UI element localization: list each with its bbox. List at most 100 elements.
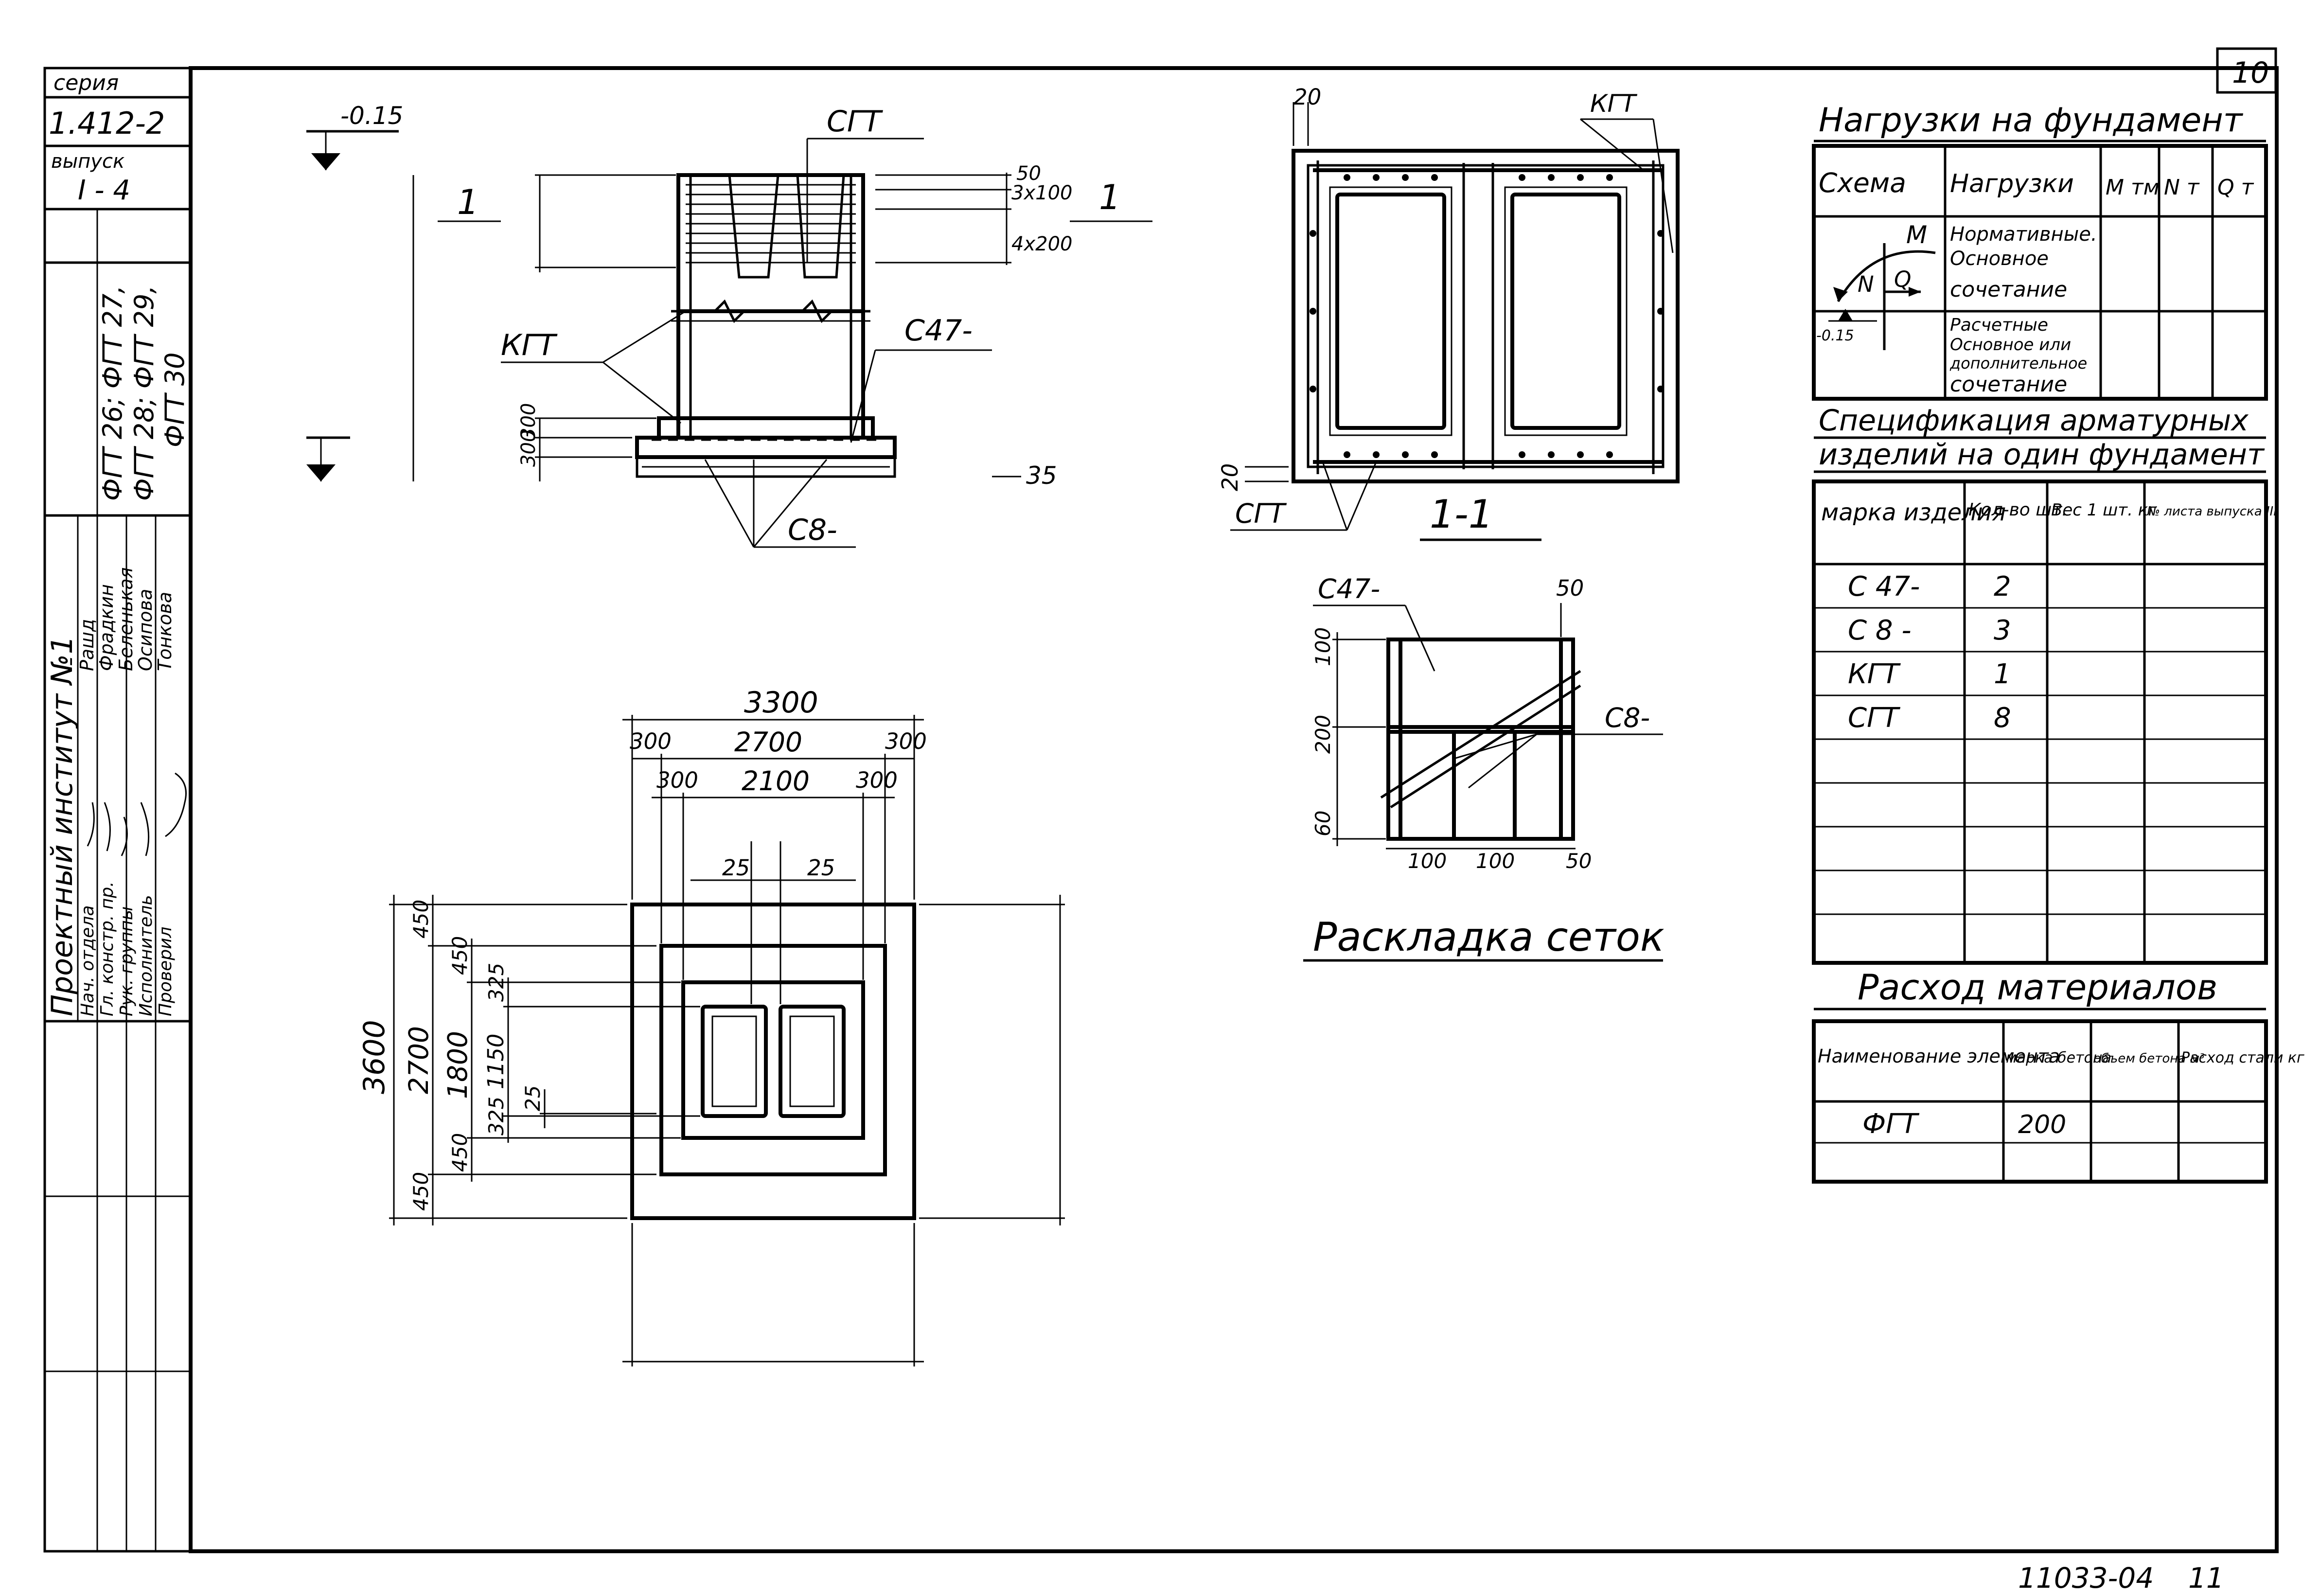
dim-20-left: 20 xyxy=(1217,463,1243,491)
dim-300a: 300 xyxy=(517,403,540,440)
series-label: серия xyxy=(53,71,119,95)
sheet-number: 10 xyxy=(2232,56,2269,90)
cut-label-left: 1 xyxy=(457,182,479,222)
spec-row-4-mark: СГТ xyxy=(1848,702,1900,734)
plan-dim-450d: 450 xyxy=(448,1133,472,1172)
scheme-n-label: N xyxy=(1858,271,1874,297)
materials-header-steel: Расход стали кг xyxy=(2181,1049,2304,1066)
loads-header-n: N т xyxy=(2164,175,2200,200)
mesh-title: Раскладка сеток xyxy=(1313,914,1665,960)
dim-35: 35 xyxy=(1026,461,1057,490)
section-view: -0.15 1 1 xyxy=(306,102,1152,548)
scheme-level-label: -0.15 xyxy=(1816,327,1854,344)
mesh-dim-60: 60 xyxy=(1311,811,1335,836)
plan-dim-450c: 450 xyxy=(448,936,472,975)
mesh-label-c47: С47- xyxy=(1318,573,1380,604)
plan-dim-300-l2: 300 xyxy=(656,767,698,793)
name-4: Осипова xyxy=(135,589,156,671)
role-4: Исполнитель xyxy=(136,895,156,1016)
plan-dim-2700v: 2700 xyxy=(403,1026,434,1094)
plan-dim-450a: 450 xyxy=(409,900,433,939)
loads-row2-b: Основное или xyxy=(1950,335,2071,355)
loads-row2-c: дополнительное xyxy=(1949,354,2087,372)
role-2: Гл. констр. пр. xyxy=(97,881,117,1016)
dim-300b: 300 xyxy=(517,430,540,467)
sheet-number-box xyxy=(2216,47,2277,94)
role-5: Проверил xyxy=(156,926,176,1016)
loads-header-scheme: Схема xyxy=(1819,167,1906,198)
loads-row1-b: Основное xyxy=(1950,248,2049,270)
scheme-q-label: Q xyxy=(1894,266,1911,292)
issue-label: выпуск xyxy=(51,150,124,173)
plan-dim-1150: 1150 xyxy=(483,1033,509,1089)
name-1: Рашд xyxy=(76,619,98,671)
plan-dim-25c: 25 xyxy=(521,1085,545,1111)
dim-50: 50 xyxy=(1016,162,1041,185)
side-stamp: серия 1.412-2 выпуск I - 4 ФГТ 26; ФГТ 2… xyxy=(43,67,192,1553)
plan-view: 3300 300 2700 300 300 2100 300 25 25 360… xyxy=(357,686,1065,1366)
plan-dim-3300: 3300 xyxy=(744,686,818,720)
materials-header-volume: объем бетона м³ xyxy=(2093,1051,2205,1066)
mesh-label-c8: С8- xyxy=(1605,702,1650,733)
cross-label-sgt: СГТ xyxy=(1235,498,1287,529)
mesh-dim-200: 200 xyxy=(1311,715,1335,754)
signatures xyxy=(87,772,187,856)
mesh-dim-50-bottom: 50 xyxy=(1566,849,1592,873)
dim-3x100: 3x100 xyxy=(1011,182,1072,204)
institute-name: Проектный институт №1 xyxy=(45,636,79,1016)
plan-dim-300-r2: 300 xyxy=(856,767,898,793)
plan-dim-325b: 325 xyxy=(484,1097,508,1135)
plan-dim-325a: 325 xyxy=(484,963,508,1002)
loads-title: Нагрузки на фундамент xyxy=(1819,101,2244,140)
plan-dim-3600: 3600 xyxy=(357,1020,391,1094)
plan-dim-300-l: 300 xyxy=(630,728,672,754)
spec-row-1-qty: 2 xyxy=(1994,571,2011,603)
marks-line-1: ФГТ 26; ФГТ 27, xyxy=(97,285,128,501)
mesh-dim-50-top: 50 xyxy=(1556,575,1584,601)
spec-header-sheet: № листа выпуска III xyxy=(2146,504,2277,519)
series-value: 1.412-2 xyxy=(49,106,165,141)
name-5: Тонкова xyxy=(154,592,176,671)
marks-line-3: ФГТ 30 xyxy=(159,353,190,447)
spec-row-3-qty: 1 xyxy=(1994,658,2011,690)
spec-header-weight: Вес 1 шт. кг xyxy=(2051,500,2157,520)
spec-header-mark: марка изделия xyxy=(1821,499,2006,526)
materials-header-grade: марка бетона xyxy=(2006,1049,2111,1066)
loads-row1-a: Нормативные. xyxy=(1950,223,2097,246)
spec-title-2: изделий на один фундамент xyxy=(1819,438,2265,472)
label-sgt: СГТ xyxy=(827,105,883,139)
spec-row-2-mark: С 8 - xyxy=(1848,615,1912,646)
materials-table: Расход материалов Наименование элемента … xyxy=(1812,967,2304,1184)
plan-dim-2700: 2700 xyxy=(734,727,802,758)
loads-header-q: Q т xyxy=(2217,175,2254,200)
label-c47: С47- xyxy=(904,314,973,348)
spec-row-3-mark: КГТ xyxy=(1848,658,1901,690)
plan-dim-2100: 2100 xyxy=(742,765,810,797)
name-2: Фрадкин xyxy=(96,584,117,671)
footer-code: 11033-04 xyxy=(2018,1561,2154,1595)
loads-table: Нагрузки на фундамент Схема Нагрузки M т… xyxy=(1812,101,2268,401)
spec-header-qty: Кол-во шт. xyxy=(1968,500,2068,520)
name-3: Беленькая xyxy=(115,567,137,671)
spec-title-1: Спецификация арматурных xyxy=(1819,404,2249,438)
mesh-dim-100b: 100 xyxy=(1476,849,1515,873)
dim-4x200: 4x200 xyxy=(1011,233,1072,255)
role-3: Рук. группы xyxy=(117,906,137,1016)
spec-row-1-mark: С 47- xyxy=(1848,571,1920,603)
loads-row1-c: сочетание xyxy=(1950,277,2067,302)
mesh-dim-100a: 100 xyxy=(1408,849,1447,873)
mesh-dim-100: 100 xyxy=(1311,627,1335,666)
level-top-label: -0.15 xyxy=(340,102,403,130)
cut-label-right: 1 xyxy=(1099,177,1121,217)
cross-title: 1-1 xyxy=(1430,492,1493,537)
spec-table: Спецификация арматурных изделий на один … xyxy=(1812,404,2277,965)
cross-label-kgt: КГТ xyxy=(1590,89,1637,118)
scheme-m-label: M xyxy=(1906,221,1927,249)
spec-row-4-qty: 8 xyxy=(1994,702,2011,734)
loads-row2-d: сочетание xyxy=(1950,372,2067,397)
marks-line-2: ФГТ 28; ФГТ 29, xyxy=(129,285,159,501)
materials-row-name: ФГТ xyxy=(1862,1108,1919,1140)
plan-dim-1800: 1800 xyxy=(442,1031,473,1099)
plan-dim-25b: 25 xyxy=(807,855,835,881)
